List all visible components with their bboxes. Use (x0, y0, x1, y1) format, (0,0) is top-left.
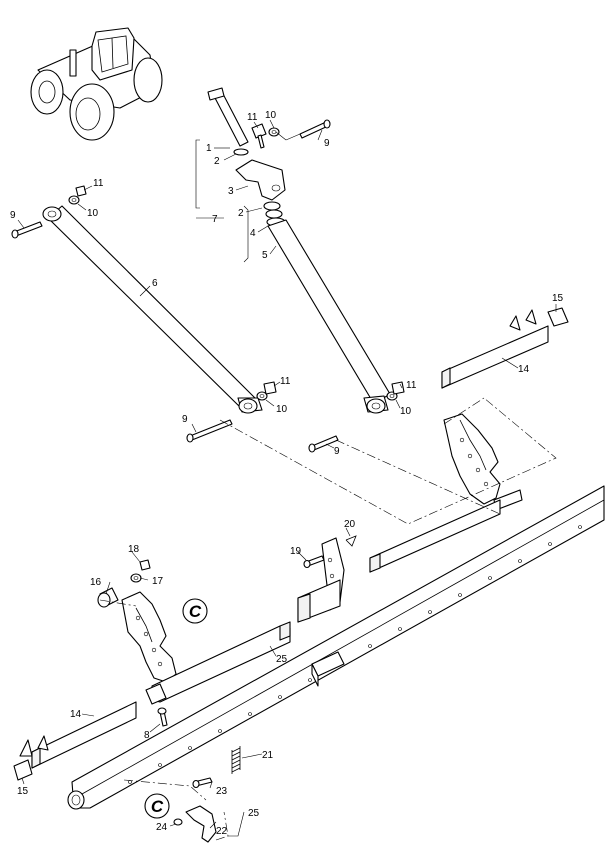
callout-15-a: 15 (552, 293, 564, 304)
callout-21: 21 (262, 750, 274, 761)
c-marker-bottom-label: C (151, 797, 164, 816)
washer-24 (173, 818, 183, 826)
callout-10-b: 10 (276, 404, 288, 415)
bracket-center (297, 537, 345, 623)
callout-14-a: 14 (518, 364, 530, 375)
washer-10-a (68, 195, 80, 205)
callout-2-a: 2 (214, 156, 220, 167)
callout-5: 5 (262, 250, 268, 261)
perforated-bar (67, 485, 605, 810)
washer-10-c (268, 127, 280, 137)
clip-11-c (251, 123, 267, 149)
pin-9-d (308, 435, 339, 453)
washer-10-b (256, 391, 268, 401)
pin-9-c (299, 119, 331, 139)
clip-11-b (263, 381, 277, 395)
callout-9-c: 9 (324, 138, 330, 149)
pin-20 (345, 535, 357, 547)
bushing-16 (97, 587, 119, 608)
callout-10-d: 10 (400, 406, 412, 417)
callouts: 1 2 3 2 4 5 7 11 10 9 6 11 10 9 11 10 9 … (10, 110, 564, 837)
tube-14-top (441, 309, 549, 389)
nut-18 (139, 559, 151, 571)
bracket-left (121, 591, 177, 683)
callout-20: 20 (344, 519, 356, 530)
callout-14-b: 14 (70, 709, 82, 720)
clip-11-a (75, 185, 87, 197)
latch-22 (185, 805, 217, 843)
callout-24: 24 (156, 822, 168, 833)
c-marker-top: C (182, 598, 208, 624)
clip-11-d (391, 381, 405, 395)
tube-14-bottom (19, 683, 167, 769)
c-marker-top-label: C (189, 602, 202, 621)
callout-10-a: 10 (87, 208, 99, 219)
box-tube-middle (369, 499, 501, 573)
pin-9-b (186, 419, 233, 443)
callout-10-c: 10 (265, 110, 277, 121)
c-marker-bottom: C (144, 793, 170, 819)
callout-9-b: 9 (182, 414, 188, 425)
callout-15-b: 15 (17, 786, 29, 797)
callout-17: 17 (152, 576, 164, 587)
callout-9-a: 9 (10, 210, 16, 221)
spring-21 (231, 746, 241, 774)
bolt-8 (157, 707, 168, 727)
callout-25-a: 25 (276, 654, 288, 665)
lift-rod-assembly (207, 87, 391, 414)
pin-23 (192, 777, 213, 789)
callout-11-c: 11 (247, 112, 258, 123)
callout-11-a: 11 (93, 178, 104, 189)
callout-2-b: 2 (238, 208, 244, 219)
callout-4: 4 (250, 228, 256, 239)
bracket-upper-right (443, 413, 523, 511)
callout-8: 8 (144, 730, 150, 741)
callout-11-d: 11 (406, 380, 417, 391)
callout-9-d: 9 (334, 446, 340, 457)
callout-11-b: 11 (280, 376, 291, 387)
callout-16: 16 (90, 577, 102, 588)
callout-25-b: 25 (248, 808, 260, 819)
leader-lines (17, 119, 557, 837)
end-cap-15-bottom (13, 759, 33, 781)
callout-7: 7 (212, 214, 218, 225)
callout-23: 23 (216, 786, 228, 797)
perforation-holes (128, 525, 582, 784)
callout-3: 3 (228, 186, 234, 197)
end-cap-15-top (547, 307, 569, 327)
lower-link-left (42, 205, 263, 414)
callout-19: 19 (290, 546, 302, 557)
callout-1: 1 (206, 143, 212, 154)
callout-6: 6 (152, 278, 158, 289)
callout-22: 22 (216, 826, 228, 837)
pin-9-a (11, 221, 43, 239)
callout-18: 18 (128, 544, 140, 555)
bolt-19 (303, 555, 325, 569)
washer-17 (130, 573, 142, 583)
tractor-icon (30, 27, 163, 141)
